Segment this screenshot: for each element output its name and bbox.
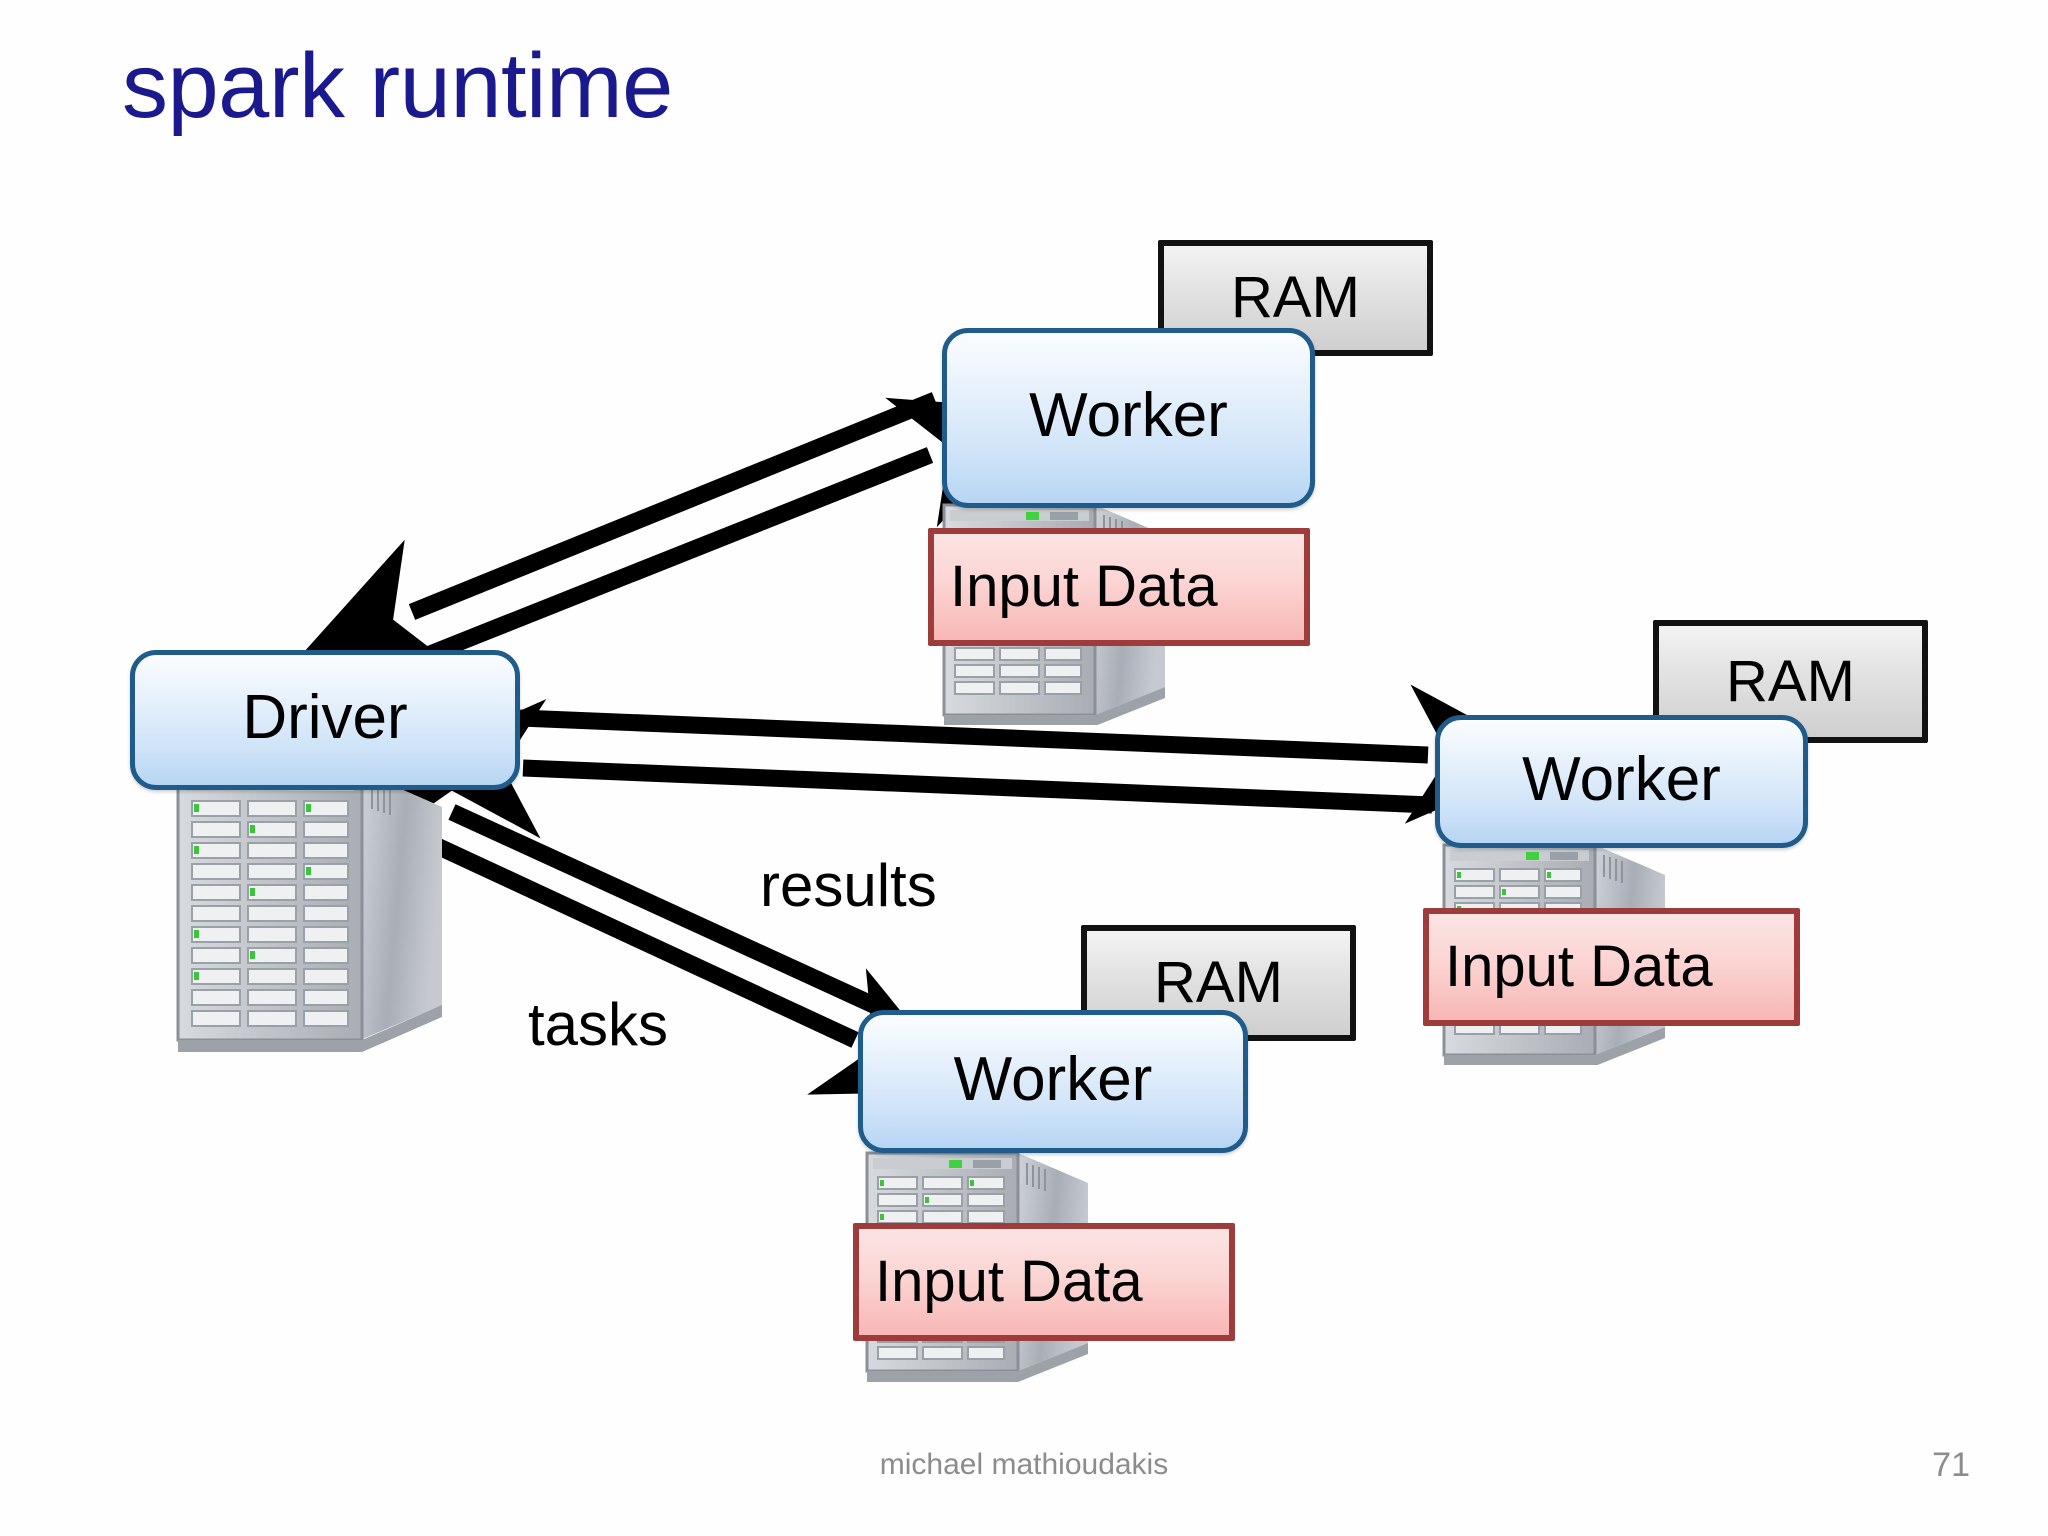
node-worker-right[interactable]: RAM Worker Input Data: [1423, 620, 1945, 1100]
edge-label-results: results: [760, 852, 937, 919]
edge-driver-worker-top: [298, 392, 1044, 669]
node-worker-top[interactable]: RAM Worker Input Data: [928, 240, 1450, 725]
worker-box[interactable]: Worker: [858, 1010, 1248, 1153]
worker-label: Worker: [953, 1044, 1153, 1114]
input-data-box[interactable]: Input Data: [853, 1223, 1235, 1341]
driver-box[interactable]: Driver: [130, 650, 520, 790]
input-data-box[interactable]: Input Data: [1423, 908, 1800, 1026]
input-data-label: Input Data: [875, 1249, 1143, 1314]
ram-label: RAM: [1154, 950, 1283, 1015]
edge-driver-worker-right: [400, 684, 1551, 839]
footer-author: michael mathioudakis: [879, 1448, 1169, 1481]
node-worker-bottom[interactable]: RAM Worker Input Data: [853, 925, 1373, 1415]
ram-label: RAM: [1726, 648, 1855, 714]
ram-label: RAM: [1231, 265, 1360, 330]
driver-label: Driver: [242, 683, 408, 752]
worker-box[interactable]: Worker: [942, 328, 1315, 508]
worker-label: Worker: [1029, 381, 1228, 450]
node-driver[interactable]: Driver: [130, 650, 530, 1070]
edge-label-tasks: tasks: [528, 991, 669, 1058]
input-data-box[interactable]: Input Data: [928, 528, 1310, 646]
input-data-label: Input Data: [1445, 934, 1713, 999]
worker-box[interactable]: Worker: [1435, 715, 1808, 848]
server-rack-icon: [160, 755, 450, 1055]
worker-label: Worker: [1522, 744, 1721, 814]
page-title: spark runtime: [122, 35, 673, 137]
input-data-label: Input Data: [950, 554, 1218, 619]
footer-page-number: 71: [1932, 1446, 1970, 1484]
